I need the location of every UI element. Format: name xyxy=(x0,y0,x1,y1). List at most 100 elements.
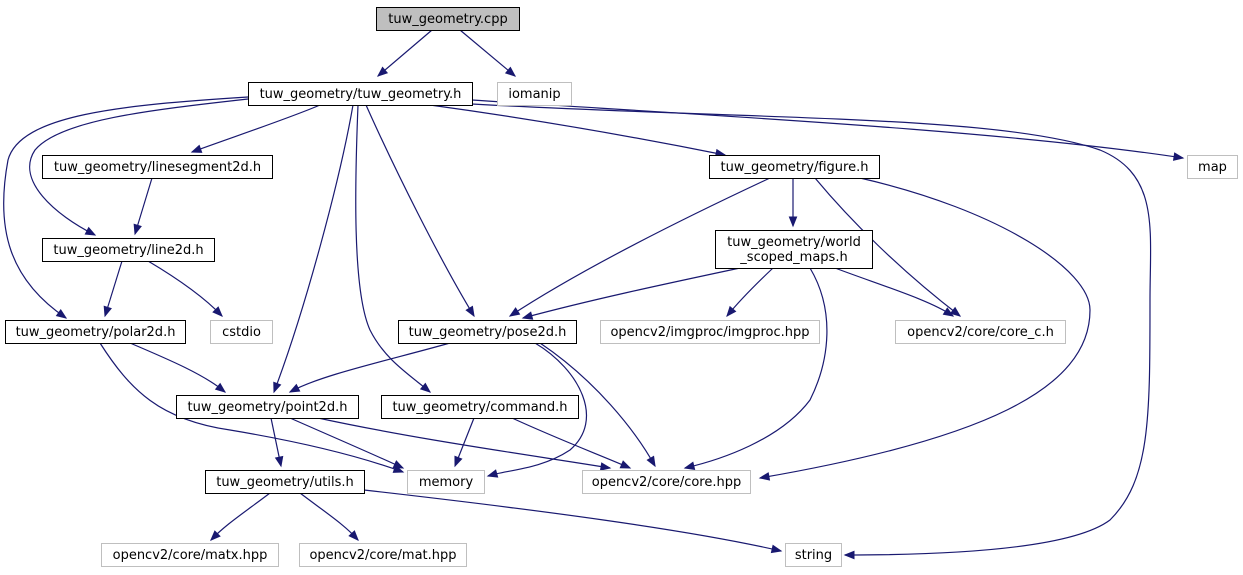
edge-linesegment2d-h-to-line2d-h-arrowhead xyxy=(133,223,142,236)
edge-tuw-geometry-h-to-point2d-h xyxy=(273,104,354,394)
node-utils-h[interactable]: tuw_geometry/utils.h xyxy=(205,470,365,494)
edge-command-h-to-core-hpp-line xyxy=(511,417,631,469)
node-pose2d-h[interactable]: tuw_geometry/pose2d.h xyxy=(398,320,577,344)
node-core-hpp-box xyxy=(582,470,751,494)
node-world-scoped-maps-h-label: _scoped_maps.h xyxy=(739,250,847,265)
node-matx-hpp: opencv2/core/matx.hpp xyxy=(101,543,279,567)
edge-polar2d-h-to-point2d-h xyxy=(129,342,227,393)
node-point2d-h[interactable]: tuw_geometry/point2d.h xyxy=(176,395,359,419)
edge-world-scoped-maps-h-to-core-c-h-line xyxy=(834,267,954,317)
node-string-label: string xyxy=(795,548,832,563)
node-utils-h-label: tuw_geometry/utils.h xyxy=(216,475,354,490)
edge-utils-h-to-matx-hpp-line xyxy=(210,492,271,541)
edge-utils-h-to-mat-hpp xyxy=(299,492,359,541)
node-root[interactable]: tuw_geometry.cpp xyxy=(376,7,520,31)
edge-tuw-geometry-h-to-command-h-line xyxy=(355,104,431,393)
edge-tuw-geometry-h-to-linesegment2d-h xyxy=(190,104,321,153)
edge-root-to-tuw-geometry-h xyxy=(376,29,433,77)
node-core-c-h-label: opencv2/core/core_c.h xyxy=(907,325,1054,340)
node-line2d-h-label: tuw_geometry/line2d.h xyxy=(53,243,203,258)
node-tuw-geometry-h[interactable]: tuw_geometry/tuw_geometry.h xyxy=(248,82,473,106)
edge-utils-h-to-string-line xyxy=(363,489,782,552)
node-memory-box xyxy=(407,470,485,494)
node-linesegment2d-h-box xyxy=(42,155,273,179)
edge-point2d-h-to-core-hpp xyxy=(317,417,612,471)
edge-linesegment2d-h-to-line2d-h-line xyxy=(134,177,153,235)
edge-root-to-tuw-geometry-h-line xyxy=(377,29,433,77)
node-world-scoped-maps-h-label: tuw_geometry/world xyxy=(727,235,861,250)
edge-figure-h-to-world-scoped-maps-h-arrowhead xyxy=(788,216,798,228)
edge-root-to-tuw-geometry-h-arrowhead xyxy=(376,66,389,77)
edge-tuw-geometry-h-to-string xyxy=(471,103,1152,560)
edge-pose2d-h-to-memory-arrowhead xyxy=(486,469,499,478)
node-imgproc-hpp-box xyxy=(600,320,820,344)
node-map-box xyxy=(1187,155,1238,179)
edge-figure-h-to-pose2d-h xyxy=(508,177,771,317)
edge-line2d-h-to-cstdio-line xyxy=(147,260,223,317)
edge-tuw-geometry-h-to-point2d-h-arrowhead xyxy=(273,381,282,394)
node-string: string xyxy=(785,543,842,567)
nodes-layer: tuw_geometry.cpp tuw_geometry/tuw_geometr… xyxy=(5,7,1238,567)
node-linesegment2d-h[interactable]: tuw_geometry/linesegment2d.h xyxy=(42,155,273,179)
edge-pose2d-h-to-memory xyxy=(486,342,588,478)
node-cstdio-label: cstdio xyxy=(222,325,261,340)
edge-root-to-iomanip-arrowhead xyxy=(504,66,517,77)
edge-tuw-geometry-h-to-line2d-h-line xyxy=(29,98,249,236)
node-core-hpp: opencv2/core/core.hpp xyxy=(582,470,751,494)
node-cstdio-box xyxy=(210,320,273,344)
edge-point2d-h-to-core-hpp-line xyxy=(317,417,611,469)
edge-world-scoped-maps-h-to-core-hpp-line xyxy=(684,267,828,469)
edge-world-scoped-maps-h-to-imgproc-hpp-arrowhead xyxy=(726,305,737,318)
edge-polar2d-h-to-point2d-h-arrowhead xyxy=(214,382,227,393)
node-figure-h-box xyxy=(709,155,880,179)
edge-tuw-geometry-h-to-map xyxy=(471,99,1185,161)
edge-figure-h-to-core-hpp-line xyxy=(759,177,1091,479)
node-cstdio: cstdio xyxy=(210,320,273,344)
node-root-label: tuw_geometry.cpp xyxy=(388,12,507,27)
node-root-box xyxy=(376,7,520,31)
edge-root-to-iomanip xyxy=(459,29,517,77)
node-iomanip-box xyxy=(497,82,572,106)
edge-tuw-geometry-h-to-string-line xyxy=(471,103,1152,556)
node-line2d-h-box xyxy=(42,238,215,262)
edge-pose2d-h-to-point2d-h-arrowhead xyxy=(288,383,301,393)
node-string-box xyxy=(785,543,842,567)
edge-tuw-geometry-h-to-map-arrowhead xyxy=(1172,152,1185,161)
node-polar2d-h-box xyxy=(5,320,186,344)
edge-tuw-geometry-h-to-pose2d-h xyxy=(365,104,475,318)
edge-tuw-geometry-h-to-polar2d-h-arrowhead xyxy=(55,308,68,319)
edge-utils-h-to-mat-hpp-line xyxy=(299,492,359,541)
node-matx-hpp-box xyxy=(101,543,279,567)
node-polar2d-h-label: tuw_geometry/polar2d.h xyxy=(16,325,176,340)
edge-utils-h-to-string-arrowhead xyxy=(770,544,783,554)
edge-line2d-h-to-cstdio-arrowhead xyxy=(212,306,223,317)
node-world-scoped-maps-h[interactable]: tuw_geometry/world_scoped_maps.h xyxy=(715,230,873,269)
edge-world-scoped-maps-h-to-core-c-h-arrowhead xyxy=(942,307,955,317)
edge-command-h-to-memory-arrowhead xyxy=(454,455,463,468)
edge-tuw-geometry-h-to-linesegment2d-h-line xyxy=(191,104,321,153)
edge-command-h-to-core-hpp xyxy=(511,417,632,469)
node-command-h[interactable]: tuw_geometry/command.h xyxy=(381,395,579,419)
edge-figure-h-to-world-scoped-maps-h xyxy=(788,178,798,228)
edge-tuw-geometry-h-to-map-line xyxy=(471,99,1184,159)
edge-world-scoped-maps-h-to-imgproc-hpp-line xyxy=(726,267,774,317)
edge-tuw-geometry-h-to-linesegment2d-h-arrowhead xyxy=(190,144,203,153)
edge-tuw-geometry-h-to-pose2d-h-line xyxy=(365,104,475,317)
edge-utils-h-to-string xyxy=(363,489,783,554)
edge-world-scoped-maps-h-to-imgproc-hpp xyxy=(726,267,774,318)
edge-utils-h-to-matx-hpp-arrowhead xyxy=(210,530,221,541)
edge-figure-h-to-core-hpp xyxy=(758,177,1091,481)
node-line2d-h[interactable]: tuw_geometry/line2d.h xyxy=(42,238,215,262)
edge-pose2d-h-to-point2d-h-line xyxy=(289,342,451,393)
node-polar2d-h[interactable]: tuw_geometry/polar2d.h xyxy=(5,320,186,344)
edge-tuw-geometry-h-to-command-h xyxy=(355,104,432,393)
edge-tuw-geometry-h-to-string-arrowhead xyxy=(843,550,855,560)
edge-pose2d-h-to-core-hpp-arrowhead xyxy=(646,455,656,468)
node-figure-h[interactable]: tuw_geometry/figure.h xyxy=(709,155,880,179)
edge-polar2d-h-to-memory-line xyxy=(99,342,404,473)
edge-figure-h-to-core-hpp-arrowhead xyxy=(758,472,771,481)
node-map: map xyxy=(1187,155,1238,179)
node-point2d-h-label: tuw_geometry/point2d.h xyxy=(188,400,348,415)
edge-line2d-h-to-polar2d-h-arrowhead xyxy=(103,305,112,318)
